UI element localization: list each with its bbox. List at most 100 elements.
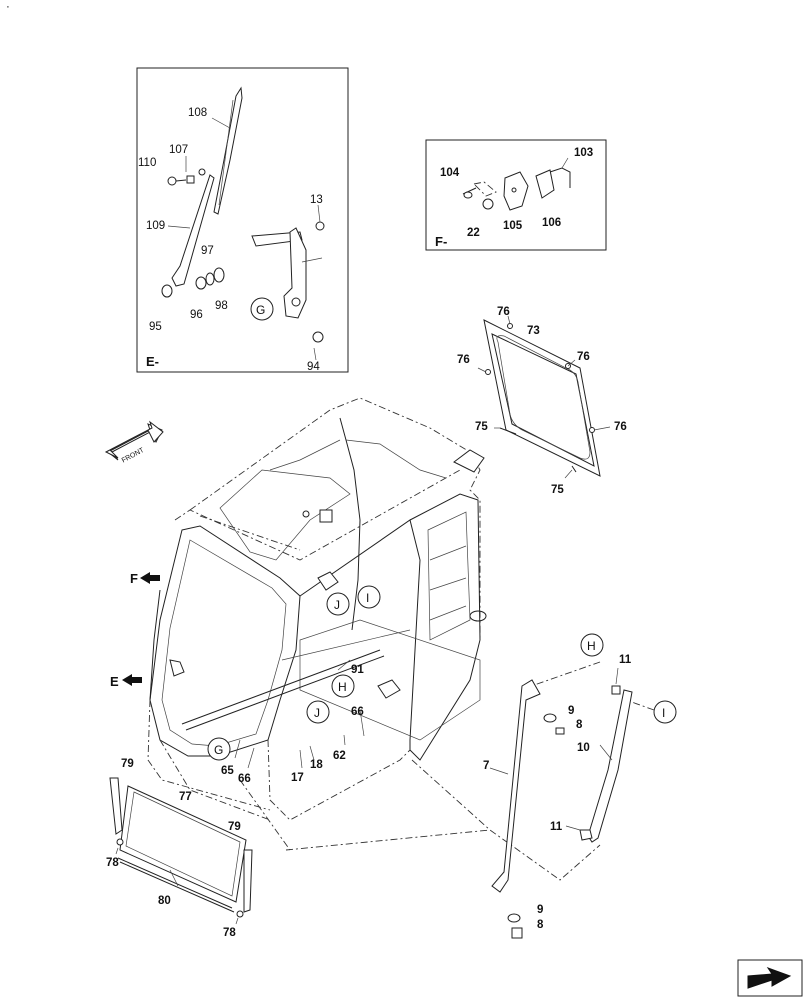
callout-110: 110 xyxy=(138,157,156,169)
rear-window-bracket xyxy=(453,449,485,473)
nut-95 xyxy=(161,284,173,298)
pin-104 xyxy=(463,191,473,199)
callout-9a: 9 xyxy=(568,705,574,717)
inset-e-frame xyxy=(136,67,349,373)
callout-75a: 75 xyxy=(475,421,488,433)
pointer-f-label: F xyxy=(130,571,138,586)
inset-f: 103 104 106 105 22 F- xyxy=(425,139,607,251)
callout-103: 103 xyxy=(574,147,593,159)
leader-lines xyxy=(234,659,655,881)
circle-i2 xyxy=(653,700,677,724)
callout-11a: 11 xyxy=(619,654,632,666)
callout-95: 95 xyxy=(149,321,162,333)
callout-65: 65 xyxy=(221,765,234,777)
circle-i1 xyxy=(357,585,381,609)
callout-76b: 76 xyxy=(577,351,590,363)
callout-78b: 78 xyxy=(223,927,236,939)
handrails xyxy=(489,667,633,939)
callout-8b: 8 xyxy=(537,919,544,931)
washer-9b xyxy=(507,913,521,923)
rear-glass-assembly xyxy=(477,315,611,479)
callout-106: 106 xyxy=(542,217,561,229)
callout-97: 97 xyxy=(201,245,214,257)
callout-66a: 66 xyxy=(351,706,364,718)
circle-h2 xyxy=(580,633,604,657)
callout-75b: 75 xyxy=(551,484,564,496)
front-arrow: FRONT xyxy=(104,420,164,465)
circle-h1-label: H xyxy=(338,680,347,694)
reference-circles: J I H J G H I xyxy=(207,585,677,761)
bolt-8b xyxy=(511,927,523,939)
callout-79b: 79 xyxy=(228,821,241,833)
pointer-f-icon xyxy=(140,572,160,584)
rear-glass-pane xyxy=(496,335,591,460)
cab-side-frame xyxy=(299,519,421,750)
callouts: 76 73 76 76 75 76 75 91 66 62 17 18 65 6… xyxy=(106,306,632,939)
lower-glass-77 xyxy=(119,785,247,903)
callout-18: 18 xyxy=(310,759,323,771)
callout-76d: 76 xyxy=(614,421,627,433)
circle-j1 xyxy=(326,592,350,616)
callout-62: 62 xyxy=(333,750,346,762)
lower-glass-assembly xyxy=(109,777,253,925)
bolt-8a xyxy=(555,727,565,735)
nut-107 xyxy=(186,175,195,184)
front-wiper xyxy=(149,589,161,701)
bolt-94 xyxy=(312,331,324,343)
circle-g-inset xyxy=(250,297,274,321)
wire-harness xyxy=(339,417,361,631)
wiper-arm xyxy=(171,174,215,287)
circle-g-label: G xyxy=(214,743,223,757)
inset-f-frame xyxy=(425,139,607,251)
rear-handle xyxy=(469,610,487,622)
callout-7: 7 xyxy=(483,760,489,772)
inset-e: E- 108 107 110 109 97 13 G 98 96 95 94 xyxy=(136,67,349,373)
callout-8a: 8 xyxy=(576,719,583,731)
bolt-11a xyxy=(611,685,621,695)
callout-104: 104 xyxy=(440,167,460,179)
circle-h1 xyxy=(331,674,355,698)
callout-79a: 79 xyxy=(121,758,134,770)
circle-j2-label: J xyxy=(314,706,320,720)
callout-66b: 66 xyxy=(238,773,251,785)
corner-mark: · xyxy=(6,1,10,13)
callout-10: 10 xyxy=(577,742,590,754)
bolt-22 xyxy=(482,198,494,210)
rear-glass-frame xyxy=(483,319,601,477)
callout-109: 109 xyxy=(146,220,165,232)
callout-76a: 76 xyxy=(497,306,510,318)
front-arrow-label: FRONT xyxy=(121,447,146,465)
callout-11b: 11 xyxy=(550,821,563,833)
callout-105: 105 xyxy=(503,220,523,232)
circle-j1-label: J xyxy=(334,598,340,612)
fitting-66a xyxy=(377,679,401,699)
bolt-11b xyxy=(579,829,593,841)
nav-arrow-frame[interactable] xyxy=(737,959,803,997)
bolt-110 xyxy=(167,176,177,186)
seal-79b xyxy=(243,849,253,913)
circle-h2-label: H xyxy=(587,639,596,653)
callout-108: 108 xyxy=(188,107,207,119)
cab-rear-panel xyxy=(409,493,481,761)
navigation-arrow-box[interactable] xyxy=(737,959,803,997)
nav-arrow-icon[interactable] xyxy=(747,967,792,989)
circle-g xyxy=(207,737,231,761)
wiper-motor xyxy=(283,227,307,319)
inset-f-title: F- xyxy=(435,234,447,249)
seal-80 xyxy=(117,857,233,909)
handrail-10 xyxy=(587,689,633,843)
callout-17: 17 xyxy=(291,772,304,784)
callout-91: 91 xyxy=(351,664,364,676)
callout-94: 94 xyxy=(307,361,320,373)
callout-76c: 76 xyxy=(457,354,470,366)
circle-j2 xyxy=(306,700,330,724)
wiper-blade xyxy=(213,86,243,215)
cab-assembly xyxy=(147,397,487,821)
callout-9b: 9 xyxy=(537,904,543,916)
callout-80: 80 xyxy=(158,895,171,907)
circle-i2-label: I xyxy=(662,706,665,720)
callout-96: 96 xyxy=(190,309,203,321)
pointer-e-label: E xyxy=(110,674,119,689)
bracket-106 xyxy=(535,169,555,199)
